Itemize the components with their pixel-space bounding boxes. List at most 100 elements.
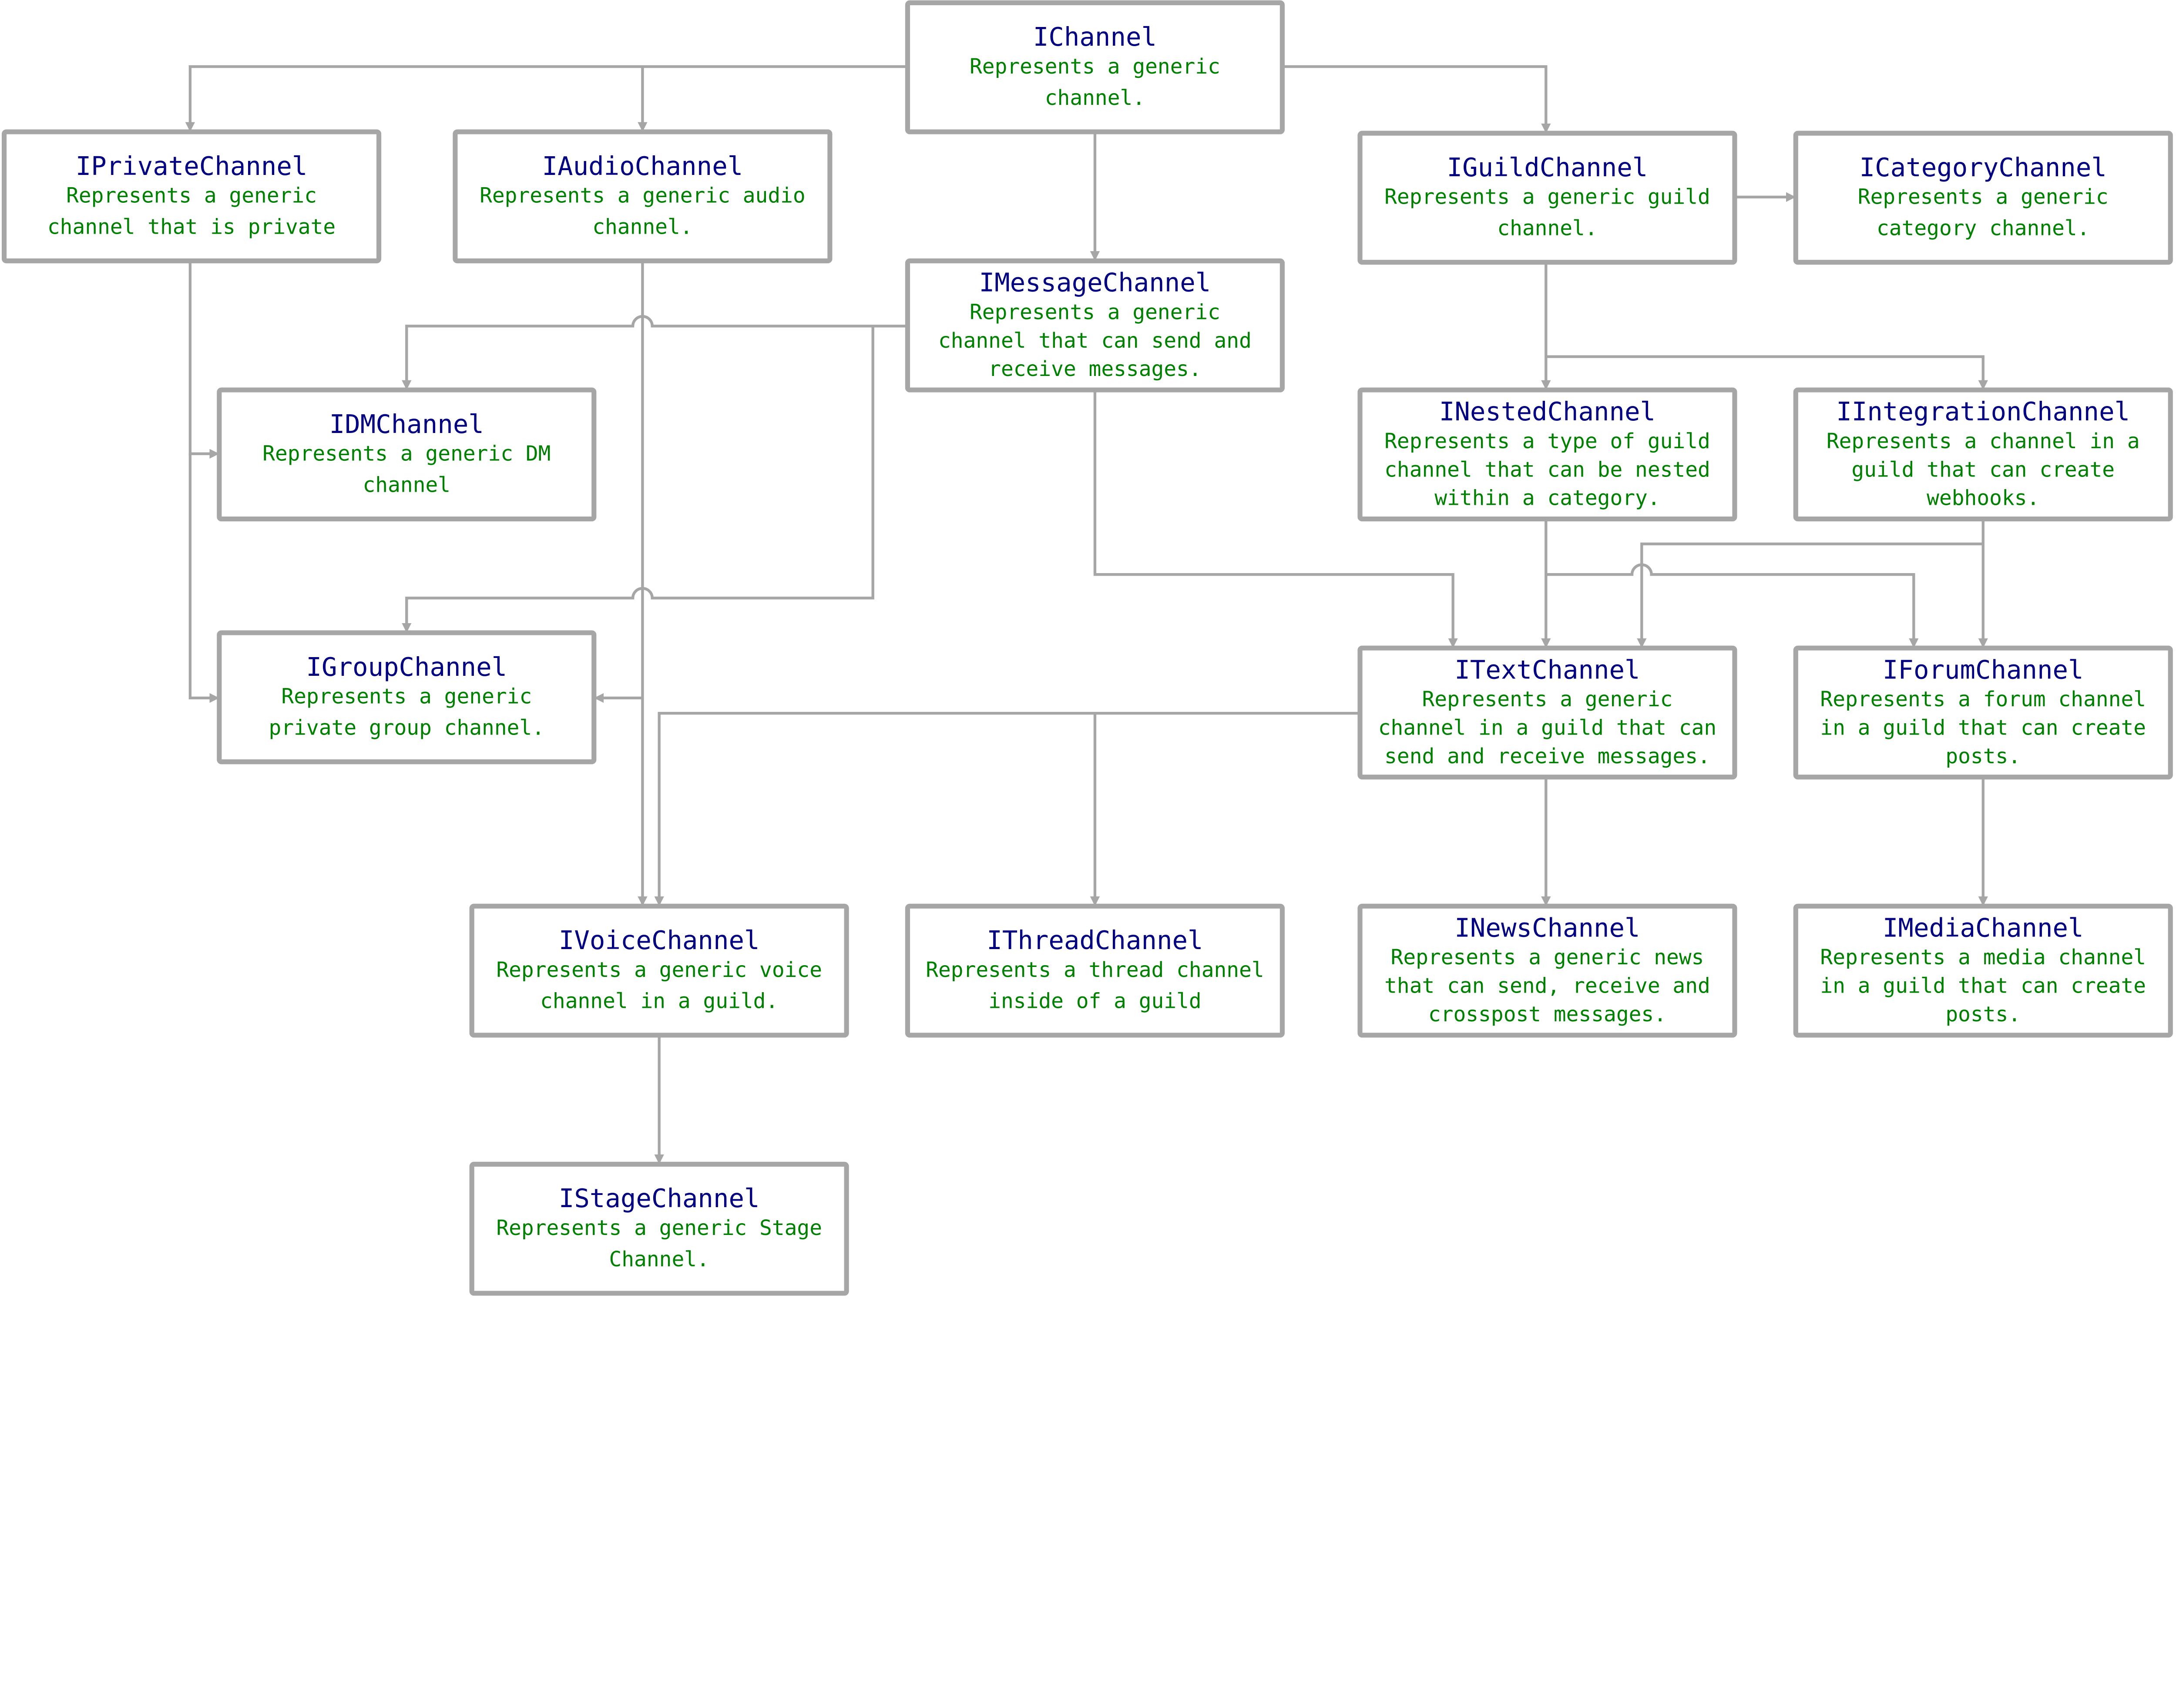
node-description-line: Represents a generic <box>66 184 317 208</box>
node-description-line: in a guild that can create <box>1820 716 2146 740</box>
node-box <box>1793 131 2173 265</box>
node-description-line: Represents a generic <box>970 300 1220 324</box>
node-description-line: Represents a generic audio <box>480 184 806 208</box>
node-box <box>469 1161 849 1296</box>
node-box <box>1793 903 2173 1038</box>
edge-i-integration-channel-to-i-text-channel <box>1637 542 1983 648</box>
node-box <box>905 258 1285 393</box>
node-title: IChannel <box>1033 22 1157 52</box>
node-title: INewsChannel <box>1454 913 1640 943</box>
node-description-line: Represents a channel in a <box>1827 430 2140 453</box>
node-box <box>217 630 597 765</box>
node-description-line: inside of a guild <box>988 990 1202 1013</box>
node-description-line: guild that can create <box>1851 458 2115 482</box>
node-title: ICategoryChannel <box>1860 152 2107 182</box>
node-description-line: crosspost messages. <box>1428 1003 1666 1027</box>
node-description-line: category channel. <box>1877 216 2090 240</box>
node-description-line: Represents a generic <box>281 685 532 709</box>
node-title: ITextChannel <box>1454 654 1640 685</box>
edge-i-guild-channel-to-i-integration-channel <box>1546 355 1988 390</box>
node-description-line: channel <box>363 473 451 497</box>
node-title: IDMChannel <box>329 409 484 439</box>
node-description-line: channel in a guild that can <box>1378 716 1716 740</box>
node-description-line: receive messages. <box>988 357 1202 381</box>
node-description-line: channel. <box>592 215 692 239</box>
edge-i-private-channel-to-i-group-channel <box>188 453 219 703</box>
node-box <box>1793 387 2173 522</box>
node-description-line: channel that can be nested <box>1384 458 1710 482</box>
node-box <box>469 903 849 1038</box>
node-description-line: send and receive messages. <box>1384 745 1710 768</box>
node-description-line: that can send, receive and <box>1384 974 1710 998</box>
edge-i-channel-to-i-guild-channel <box>1282 65 1551 134</box>
node-title: IStageChannel <box>559 1183 760 1213</box>
node-description-line: Represents a generic news <box>1391 946 1704 970</box>
node-description-line: channel in a guild. <box>540 990 778 1013</box>
node-description-line: channel. <box>1497 216 1597 240</box>
node-description-line: Channel. <box>609 1248 709 1272</box>
node-box <box>1357 645 1737 780</box>
node-description-line: posts. <box>1945 1003 2021 1027</box>
node-title: IForumChannel <box>1883 654 2084 685</box>
node-description-line: Represents a generic DM <box>262 442 551 466</box>
node-description-line: Represents a generic <box>1858 185 2109 209</box>
node-title: IAudioChannel <box>542 151 743 181</box>
node-box <box>1357 903 1737 1038</box>
node-description-line: in a guild that can create <box>1820 974 2146 998</box>
node-box <box>905 903 1285 1038</box>
node-description-line: Represents a generic Stage <box>496 1216 822 1240</box>
node-description-line: channel. <box>1045 86 1145 110</box>
node-title: IMediaChannel <box>1883 913 2084 943</box>
node-title: IThreadChannel <box>987 925 1203 955</box>
node-description-line: Represents a generic voice <box>496 958 822 982</box>
edge-i-message-channel-to-i-text-channel <box>1093 391 1458 648</box>
node-description-line: channel that can send and <box>938 329 1252 353</box>
node-title: IPrivateChannel <box>76 151 308 181</box>
node-description-line: Represents a generic <box>970 55 1220 79</box>
edge-i-text-channel-to-i-voice-channel <box>654 711 1360 906</box>
node-description-line: Represents a media channel <box>1820 946 2146 970</box>
node-description-line: channel that is private <box>47 215 336 239</box>
node-box <box>1 129 382 264</box>
node-box <box>1357 387 1737 522</box>
node-box <box>1357 131 1737 265</box>
edges <box>185 65 1988 1164</box>
node-title: IIntegrationChannel <box>1836 396 2130 426</box>
node-description-line: webhooks. <box>1927 487 2039 510</box>
edge-i-message-channel-to-i-dmchannel <box>402 315 908 390</box>
node-description-line: Represents a generic <box>1422 688 1673 711</box>
node-description-line: Represents a type of guild <box>1384 430 1710 453</box>
node-description-line: private group channel. <box>269 716 544 740</box>
node-title: IGroupChannel <box>306 652 507 682</box>
node-description-line: Represents a generic guild <box>1384 185 1710 209</box>
edge-i-channel-to-i-private-channel <box>185 65 908 132</box>
node-title: INestedChannel <box>1439 396 1656 426</box>
node-description-line: within a category. <box>1434 487 1660 510</box>
node-box <box>905 0 1285 134</box>
node-title: IMessageChannel <box>979 268 1211 298</box>
node-description-line: Represents a thread channel <box>926 958 1264 982</box>
node-box <box>453 129 833 264</box>
node-description-line: Represents a forum channel <box>1820 688 2146 711</box>
edge-i-private-channel-to-i-dmchannel <box>188 262 219 459</box>
node-box <box>217 387 597 522</box>
edge-i-nested-channel-to-i-forum-channel <box>1546 563 1919 648</box>
node-title: IGuildChannel <box>1447 152 1648 182</box>
